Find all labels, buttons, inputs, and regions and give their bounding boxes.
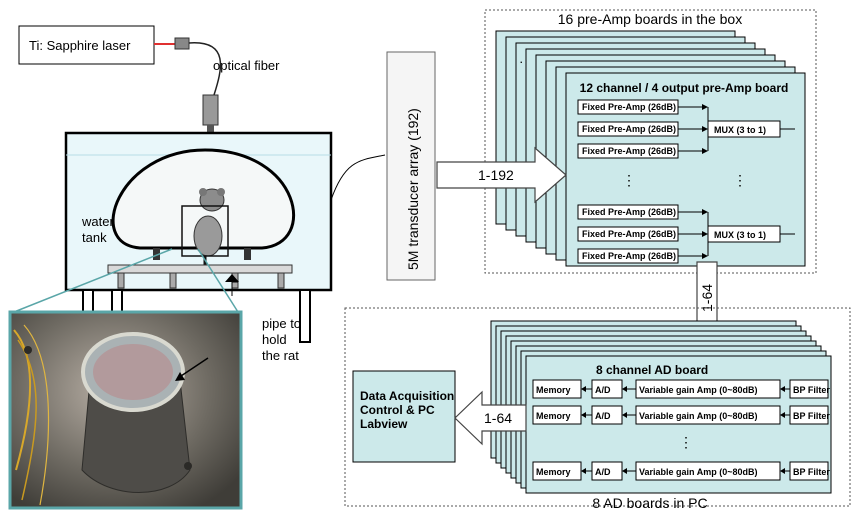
- pipe-label-line-3: the rat: [262, 348, 299, 363]
- bp-filter-label: BP Filter: [793, 411, 830, 421]
- table-leg-2: [170, 273, 176, 288]
- ad-converter-label: A/D: [595, 385, 611, 395]
- memory-label: Memory: [536, 385, 571, 395]
- table-leg-4: [278, 273, 284, 288]
- preamp-stack-dots: .: [520, 55, 523, 65]
- arrow-out-label: 1-64: [484, 410, 512, 426]
- pipe-label-line-2: hold: [262, 332, 287, 347]
- daq-label-line-2: Control & PC: [360, 403, 435, 417]
- water-tank-label-line-1: water: [81, 214, 114, 229]
- ad-ellipsis: ⋮: [679, 434, 693, 450]
- fiber-label: optical fiber: [213, 58, 280, 73]
- fixed-preamp-label: Fixed Pre-Amp (26dB): [582, 229, 676, 239]
- transducer-label: 5M transducer array (192): [405, 108, 421, 270]
- ad-converter-label: A/D: [595, 467, 611, 477]
- variable-gain-amp-label: Variable gain Amp (0~80dB): [639, 385, 757, 395]
- ad-board-title: 8 channel AD board: [596, 363, 708, 377]
- fixed-preamp-label: Fixed Pre-Amp (26dB): [582, 124, 676, 134]
- fixed-preamp-label: Fixed Pre-Amp (26dB): [582, 102, 676, 112]
- bp-filter-label: BP Filter: [793, 467, 830, 477]
- laser-label: Ti: Sapphire laser: [29, 38, 131, 53]
- pipe-label-line-1: pipe to: [262, 316, 301, 331]
- fixed-preamp-label: Fixed Pre-Amp (26dB): [582, 207, 676, 217]
- table-top: [108, 265, 292, 273]
- variable-gain-amp-label: Variable gain Amp (0~80dB): [639, 411, 757, 421]
- arrow-in-label: 1-192: [478, 167, 514, 183]
- daq-label-line-3: Labview: [360, 417, 408, 431]
- ring-leg-right: [244, 248, 251, 260]
- preamp-board-title: 12 channel / 4 output pre-Amp board: [580, 81, 789, 95]
- table-leg-1: [118, 273, 124, 288]
- memory-label: Memory: [536, 467, 571, 477]
- preamp-box-title: 16 pre-Amp boards in the box: [558, 11, 742, 27]
- pipe-label: pipe to hold the rat: [262, 316, 305, 363]
- variable-gain-amp-label: Variable gain Amp (0~80dB): [639, 467, 757, 477]
- transducer-cable: [331, 155, 385, 200]
- mux-label: MUX (3 to 1): [714, 230, 766, 240]
- ad-converter-label: A/D: [595, 411, 611, 421]
- bp-filter-label: BP Filter: [793, 385, 830, 395]
- water-tank-label-line-2: tank: [82, 230, 107, 245]
- preamp-ellipsis-right: ⋮: [733, 172, 747, 188]
- mux-label: MUX (3 to 1): [714, 125, 766, 135]
- preamp-ellipsis-left: ⋮: [622, 172, 636, 188]
- daq-label-line-1: Data Acquisition: [360, 389, 454, 403]
- setup-photo: [10, 312, 241, 508]
- laser-box: Ti: Sapphire laser: [19, 26, 154, 64]
- fiber-probe: [203, 95, 218, 125]
- ad-box-title: 8 AD boards in PC: [592, 495, 707, 511]
- fixed-preamp-label: Fixed Pre-Amp (26dB): [582, 251, 676, 261]
- fiber-coupler: [175, 38, 189, 49]
- fixed-preamp-label: Fixed Pre-Amp (26dB): [582, 146, 676, 156]
- memory-label: Memory: [536, 411, 571, 421]
- daq-box: Data Acquisition Control & PC Labview: [353, 371, 458, 462]
